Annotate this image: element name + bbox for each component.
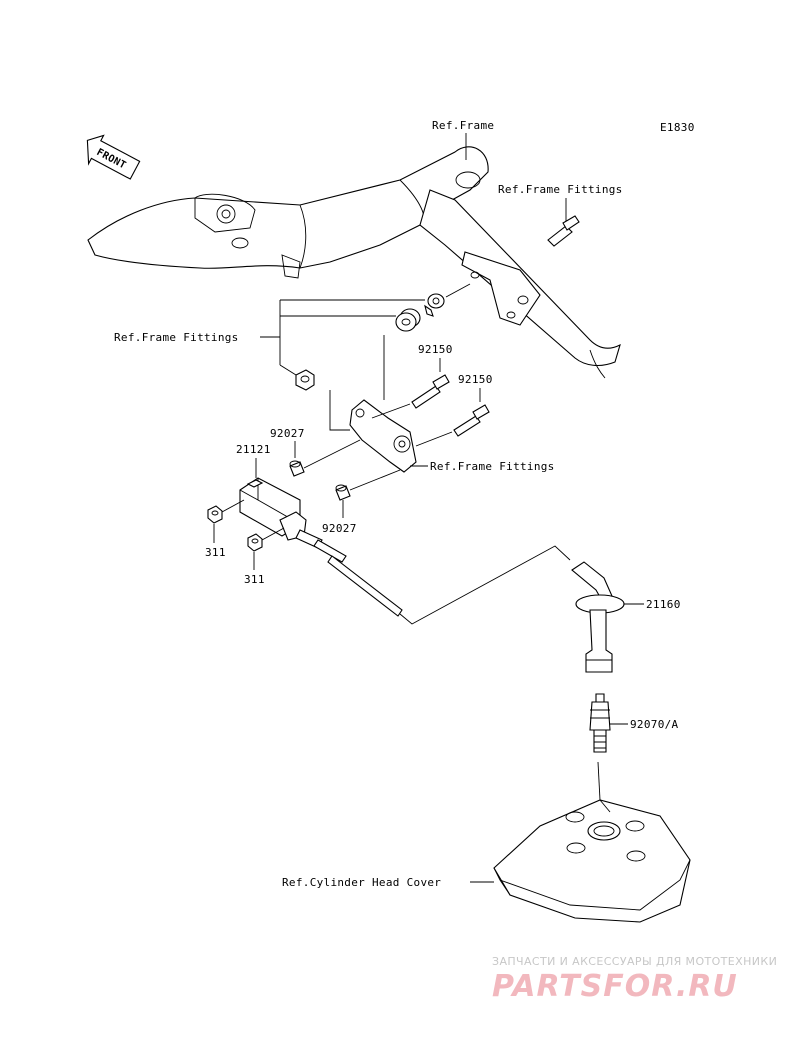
collar-nut: [295, 369, 315, 391]
label-92027-a: 92027: [270, 427, 305, 440]
diagram-code: E1830: [660, 121, 695, 134]
rubber-bushing-lower: [395, 308, 421, 332]
spark-plug-cap: [571, 561, 625, 673]
nut-311-b: [247, 533, 263, 552]
bolt-92150-a: [411, 374, 450, 409]
spark-plug: [589, 693, 611, 753]
label-ref-frame-fittings-left: Ref.Frame Fittings: [114, 331, 239, 344]
ignition-coil: [239, 477, 347, 563]
bolt-92150-b: [453, 404, 490, 437]
label-92150-a: 92150: [418, 343, 453, 356]
label-92027-b: 92027: [322, 522, 357, 535]
bolt-top-right: [547, 215, 580, 247]
collar-92027-b: [335, 484, 351, 501]
mounting-bracket: [349, 399, 417, 473]
label-92070: 92070/A: [630, 718, 679, 731]
rubber-bushing-upper: [424, 293, 445, 317]
label-21160: 21160: [646, 598, 681, 611]
label-ref-frame-fittings-top: Ref.Frame Fittings: [498, 183, 623, 196]
label-311-a: 311: [205, 546, 226, 559]
label-ref-frame: Ref.Frame: [432, 119, 494, 132]
cylinder-head-cover: [493, 799, 691, 923]
label-311-b: 311: [244, 573, 265, 586]
front-arrow-icon: FRONT: [86, 134, 141, 180]
watermark-tagline: ЗАПЧАСТИ И АКСЕССУАРЫ ДЛЯ МОТОТЕХНИКИ: [492, 955, 777, 968]
label-92150-b: 92150: [458, 373, 493, 386]
frame-drawing: [87, 146, 621, 379]
watermark-brand: PARTSFOR.RU: [492, 969, 738, 1004]
label-21121: 21121: [236, 443, 271, 456]
label-ref-frame-fittings-mid: Ref.Frame Fittings: [430, 460, 555, 473]
nut-311-a: [207, 505, 223, 524]
collar-92027-a: [289, 460, 305, 477]
label-ref-cylinder-head-cover: Ref.Cylinder Head Cover: [282, 876, 441, 889]
